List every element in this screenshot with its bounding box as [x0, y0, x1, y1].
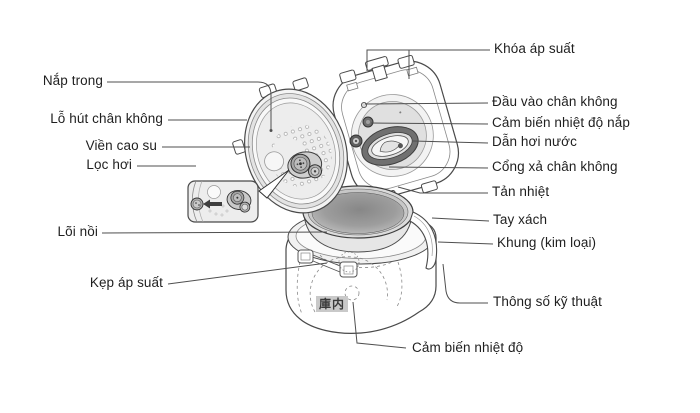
label-cam-bien-nhiet-do: Cảm biến nhiệt độ [412, 340, 524, 355]
label-kep-ap-suat: Kẹp áp suất [89, 275, 163, 290]
leader-lines [101, 49, 494, 349]
label-cam-bien-nhiet-do-nap: Cảm biến nhiệt độ nắp [492, 115, 630, 130]
leader-khung-kim-loai [437, 241, 494, 245]
label-lo-hut-chan-khong: Lỗ hút chân không [50, 111, 163, 126]
label-tay-xach: Tay xách [493, 212, 548, 227]
steam-gasket [361, 126, 419, 166]
detail-pointer-wedge [258, 169, 290, 199]
leader-dau-vao-chan-khong [364, 102, 489, 105]
label-khoa-ap-suat: Khóa áp suất [494, 41, 575, 56]
pressure-clamp [297, 249, 360, 278]
leader-tay-xach [431, 217, 490, 222]
label-dan-hoi-nuoc: Dẫn hơi nước [492, 134, 577, 149]
leader-thong-so-ky-thuat [442, 263, 488, 304]
leader-cong-xa-chan-khong [388, 166, 489, 169]
label-loi-noi: Lõi nồi [57, 224, 98, 239]
label-tan-nhiet: Tản nhiệt [492, 184, 550, 199]
leader-dan-hoi-nuoc [412, 140, 489, 144]
leader-tan-nhiet [397, 186, 488, 194]
carry-handle [409, 211, 438, 270]
label-thong-so-ky-thuat: Thông số kỹ thuật [493, 294, 603, 309]
label-dau-vao-chan-khong: Đầu vào chân không [492, 94, 618, 109]
leader-kep-ap-suat [167, 262, 328, 285]
vacuum-inlet [360, 101, 368, 109]
outer-lid [332, 54, 460, 203]
body-compartment-tag: 庫内 [316, 296, 349, 312]
removal-arrow-icon [203, 199, 222, 209]
label-khung-kim-loai: Khung (kim loại) [497, 235, 597, 250]
leader-khoa-ap-suat [366, 49, 490, 79]
inner-pot [302, 185, 414, 253]
vacuum-port [349, 134, 363, 148]
label-vien-cao-su: Viền cao su [85, 138, 157, 153]
vacuum-suction-hole [264, 151, 285, 172]
label-nap-trong: Nắp trong [42, 73, 103, 88]
leader-nap-trong [107, 81, 272, 129]
lid-temp-sensor [362, 116, 374, 128]
leader-cam-bien-nhiet-do [352, 301, 407, 349]
leader-loi-noi [101, 231, 328, 234]
bottom-temp-sensor [344, 285, 360, 301]
inset-detail [187, 180, 259, 223]
leader-cam-bien-nhiet-do-nap [370, 122, 489, 125]
steam-filter [287, 151, 323, 179]
inner-lid [232, 77, 348, 214]
label-loc-hoi: Lọc hơi [86, 157, 132, 172]
label-cong-xa-chan-khong: Cổng xả chân không [492, 159, 618, 174]
